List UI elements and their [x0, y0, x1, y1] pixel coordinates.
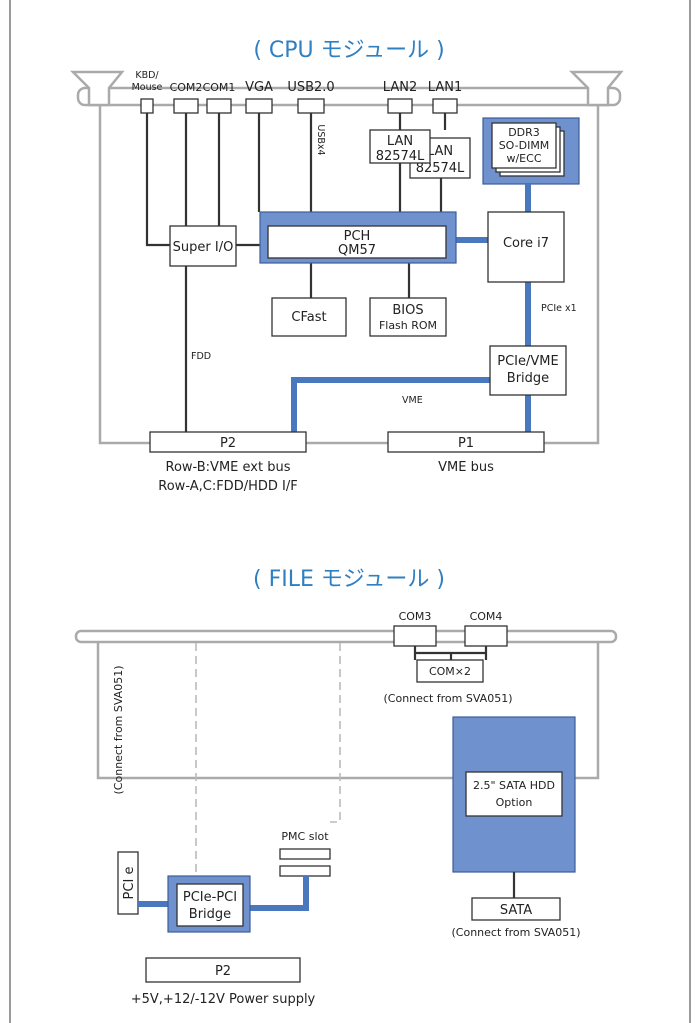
pmc-slot-label: PMC slot: [281, 830, 329, 843]
file-p2-note: +5V,+12/-12V Power supply: [131, 992, 316, 1007]
com3-label: COM3: [399, 610, 432, 623]
pch-chip: [267, 225, 447, 259]
cpu-module-title: ( CPU モジュール ): [253, 38, 444, 63]
pmc-connector-1: [279, 848, 331, 860]
ejector-right: [568, 70, 624, 107]
pcie-slot-label: PCI e: [122, 867, 137, 900]
p2-label: P2: [220, 436, 236, 451]
ddr3-line2: SO-DIMM: [499, 139, 550, 152]
lan-chip-back-line1: LAN: [427, 144, 453, 159]
side-connect-note: (Connect from SVA051): [112, 666, 125, 795]
kbd-connector: [140, 98, 154, 114]
lan1-connector: [432, 98, 458, 114]
bios-chip: [369, 297, 447, 337]
file-front-rail: [74, 629, 618, 644]
sata-connector: [471, 897, 561, 921]
com1-port-label: COM1: [203, 81, 236, 94]
bios-line1: BIOS: [392, 303, 423, 318]
file-p2-label: P2: [215, 964, 231, 979]
com3-connector: [393, 625, 437, 647]
super-io-label: Super I/O: [173, 240, 234, 255]
p1-label: P1: [458, 436, 474, 451]
sata-connect-note: (Connect from SVA051): [452, 926, 581, 939]
p2-note-line1: Row-B:VME ext bus: [166, 460, 291, 475]
pch-line2: QM57: [338, 243, 376, 258]
pcie-pci-bridge: [176, 883, 244, 927]
usb-connector: [297, 98, 325, 114]
pcie-x1-label: PCIe x1: [541, 303, 577, 314]
pcie-slot: [117, 851, 139, 915]
p2-note-line2: Row-A,C:FDD/HDD I/F: [158, 479, 297, 494]
kbd-label-line1: KBD/: [135, 70, 159, 81]
cfast-chip: [271, 297, 347, 337]
com2-connector: [173, 98, 199, 114]
vme-bus: [291, 377, 490, 432]
pmc-connector-2: [279, 865, 331, 877]
hdd-line1: 2.5" SATA HDD: [473, 779, 555, 792]
sata-label: SATA: [500, 903, 532, 918]
file-p2-connector: [145, 957, 301, 983]
outer-border: [9, 0, 691, 1023]
bios-line2: Flash ROM: [379, 319, 437, 332]
pch-line1: PCH: [344, 229, 371, 244]
usbx4-label: USBx4: [315, 124, 326, 155]
p1-connector: [387, 431, 545, 453]
file-module-title: ( FILE モジュール ): [253, 567, 445, 592]
com-connect-note: (Connect from SVA051): [384, 692, 513, 705]
p1-note: VME bus: [438, 460, 494, 475]
pmc-outline: [195, 643, 341, 888]
ddr3-line3: w/ECC: [506, 152, 541, 165]
pcie-pci-line1: PCIe-PCI: [183, 890, 237, 905]
pcie-pci-line2: Bridge: [189, 907, 231, 922]
ddr3-card: [491, 122, 557, 169]
cpu-module: ( CPU モジュール ) KBD/ Mouse COM2 COM1 VGA U…: [69, 38, 624, 494]
core-i7-label: Core i7: [503, 236, 549, 251]
vga-connector: [245, 98, 273, 114]
fdd-label: FDD: [191, 351, 211, 362]
lan2-connector: [387, 98, 413, 114]
kbd-line: [145, 113, 170, 247]
kbd-label-line2: Mouse: [132, 82, 163, 93]
lan2-port-label: LAN2: [383, 80, 417, 95]
cfast-label: CFast: [291, 310, 326, 325]
vme-label: VME: [402, 395, 423, 406]
usb-port-label: USB2.0: [287, 80, 334, 95]
com-x2-label: COM×2: [429, 665, 471, 678]
hdd-line2: Option: [496, 796, 533, 809]
lan-chip: [369, 129, 431, 164]
com1-connector: [206, 98, 232, 114]
vga-port-label: VGA: [245, 80, 273, 95]
com4-connector: [464, 625, 508, 647]
com2-port-label: COM2: [170, 81, 203, 94]
lan1-port-label: LAN1: [428, 80, 462, 95]
super-io-chip: [169, 225, 237, 267]
lan-chip-back-line2: 82574L: [416, 161, 465, 176]
cpu-board-outline: [98, 96, 600, 445]
bridge-pmc-bus: [250, 876, 309, 911]
core-i7-chip: [487, 211, 565, 283]
ejector-left: [69, 70, 125, 107]
lan-chip-line1: LAN: [387, 134, 413, 149]
pcie-vme-bridge: [489, 345, 567, 396]
com-x2-header: [416, 659, 484, 683]
com4-label: COM4: [470, 610, 503, 623]
ddr3-line1: DDR3: [508, 126, 540, 139]
lan-chip-line2: 82574L: [376, 149, 425, 164]
pcie-vme-line2: Bridge: [507, 371, 549, 386]
com-merge-line: [413, 646, 488, 660]
file-module: ( FILE モジュール ) COM3 COM4 COM×2 (Connect …: [74, 567, 618, 1007]
file-board-outline: [96, 642, 600, 780]
hdd-label-box: [465, 771, 563, 817]
p2-connector: [149, 431, 307, 453]
pcie-vme-line1: PCIe/VME: [497, 354, 558, 369]
